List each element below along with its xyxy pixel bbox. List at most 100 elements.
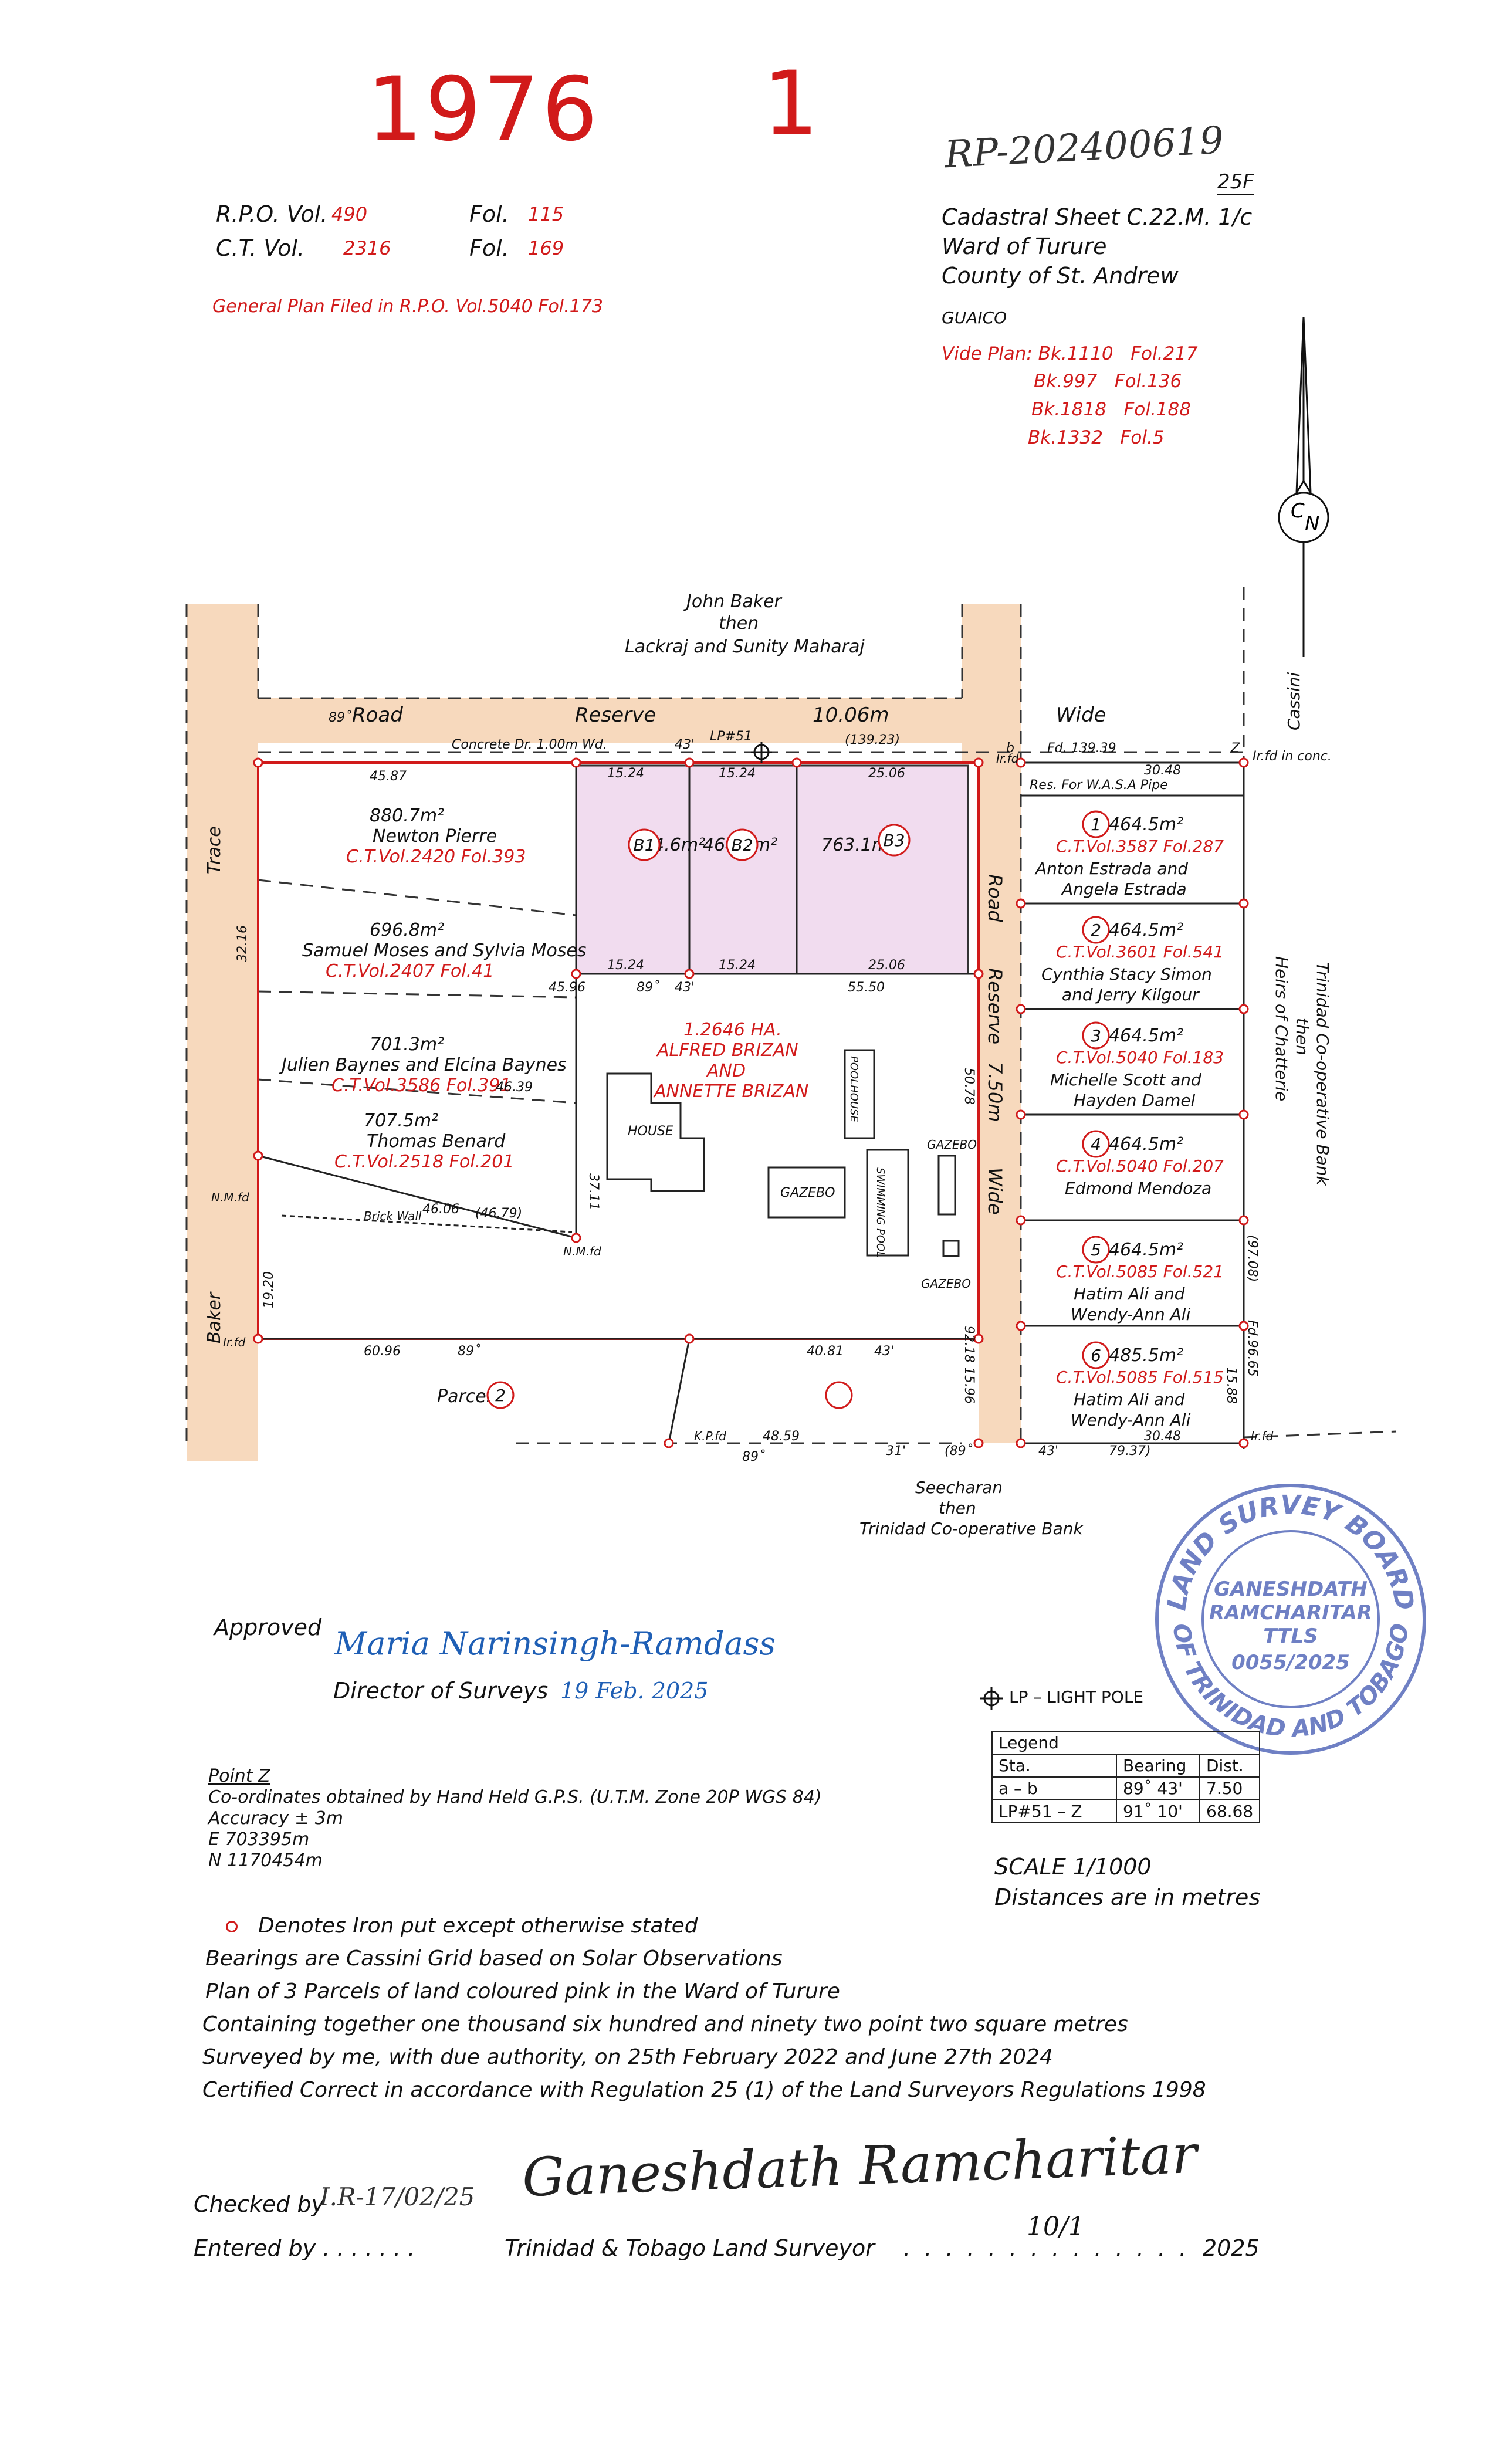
john-baker: John Baker [683,591,783,612]
bearing-89: 89˚ [329,710,351,725]
light-pole-legend: LP – LIGHT POLE [1009,1687,1144,1707]
legend-r1-bearing: 89˚ 43' [1116,1776,1200,1800]
b3-label: B3 [883,831,905,850]
light-pole-icon [751,742,772,763]
north-arrow-icon: C N [1278,316,1329,657]
lot3-owner-2: Hayden Damel [1074,1091,1196,1110]
seal-name-1: GANESHDATH [1214,1578,1368,1601]
road-top-4: Wide [1056,703,1106,727]
lot1-ct: C.T.Vol.3587 Fol.287 [1056,837,1224,856]
lot1-owner-1: Anton Estrada and [1034,859,1188,878]
trace-label: Trace [204,826,225,874]
legend-table: Legend Sta. Bearing Dist. a – b 89˚ 43' … [991,1731,1261,1823]
note-1-row: Denotes Iron put except otherwise stated [202,1910,1206,1942]
dim-30-48-b: 30.48 [1144,1429,1181,1444]
dim-40-81: 40.81 [807,1344,844,1359]
b1-label: B1 [633,835,655,855]
z-label: Z [1230,741,1240,756]
ward: Ward of Turure [942,233,1107,259]
dim-37-11: 37.11 [586,1173,601,1210]
vide-plan-4: Bk.1332 Fol.5 [1028,427,1165,448]
moses-area: 696.8m² [370,920,444,940]
legend-r1-dist: 7.50 [1199,1776,1261,1800]
dim-15-24-d: 15.24 [719,958,756,973]
dim-46-39: 46.39 [496,1080,533,1095]
brick-wall-label: Brick Wall [364,1209,422,1223]
dim-19-20: 19.20 [262,1271,276,1308]
house-label: HOUSE [628,1124,673,1139]
heirs-1: Heirs of Chatterie [1272,956,1291,1101]
lot5-owner-1: Hatim Ali and [1074,1284,1185,1304]
units: Distances are in metres [994,1884,1261,1910]
brizan-2: AND [706,1061,746,1081]
vide-plan-1: Vide Plan: Bk.1110 Fol.217 [942,343,1198,364]
baker-label: Baker [204,1291,225,1343]
legend-r2-dist: 68.68 [1199,1799,1261,1823]
iron-pin-icon [226,1921,238,1932]
lot4-ct: C.T.Vol.5040 Fol.207 [1056,1156,1224,1176]
poolhouse-building [844,1049,875,1139]
baynes-name: Julien Baynes and Elcina Baynes [279,1055,567,1075]
survey-date: 10/1 [1027,2212,1085,2242]
cadastral-sheet: Cadastral Sheet C.22.M. 1/c [942,204,1253,230]
ct-vol: 2316 [343,237,391,259]
lot6-area: 485.5m² [1109,1345,1183,1366]
dim-46-06: 46.06 [422,1202,459,1217]
director-label: Director of Surveys [333,1678,549,1704]
note-1: Denotes Iron put except otherwise stated [258,1914,698,1938]
approved-label: Approved [214,1615,322,1640]
road-right-3: 7.50m [984,1062,1006,1122]
lot3-num: 3 [1091,1026,1101,1045]
seecharan-then: then [939,1498,976,1518]
lot1-num: 1 [1091,815,1101,834]
legend-r2-sta: LP#51 – Z [991,1799,1117,1823]
rpo-fol: 115 [528,203,564,225]
dim-46-79: (46.79) [475,1206,522,1221]
lot6-ct: C.T.Vol.5085 Fol.515 [1056,1368,1224,1387]
surveyor-label: Trinidad & Tobago Land Surveyor [505,2235,875,2261]
dim-30-48: 30.48 [1144,763,1181,778]
point-z-l2: Accuracy ± 3m [208,1808,344,1829]
point-z-block: Point Z Co-ordinates obtained by Hand He… [208,1766,822,1871]
john-baker-then: then [719,613,759,634]
county: County of St. Andrew [942,263,1179,289]
dim-15-88: 15.88 [1224,1367,1238,1404]
lot3-ct: C.T.Vol.5040 Fol.183 [1056,1048,1224,1067]
gazebo-label-2: GAZEBO [927,1138,977,1152]
point-z-l1: Co-ordinates obtained by Hand Held G.P.S… [208,1787,822,1808]
moses-ct: C.T.Vol.2407 Fol.41 [326,961,494,981]
dim-45-96: 45.96 [549,980,585,995]
brizan-1: ALFRED BRIZAN [656,1040,798,1061]
legend-title: Legend [991,1731,1261,1754]
dim-60-96: 60.96 [364,1344,401,1359]
north-n: N [1305,512,1319,536]
newton-ct: C.T.Vol.2420 Fol.393 [346,847,526,867]
seal-number: 0055/2025 [1231,1651,1350,1674]
bearing-89-c: 89˚ [458,1344,480,1359]
bearing-89-b: 89˚ [637,980,659,995]
ct-fol-label: Fol. [469,235,509,261]
lot6-owner-1: Hatim Ali and [1074,1390,1185,1409]
dim-139-23: (139.23) [845,733,900,747]
brizan-area: 1.2646 HA. [683,1020,782,1040]
lot4-owner-1: Edmond Mendoza [1065,1179,1211,1198]
lot2-area: 464.5m² [1109,920,1183,940]
point-z-title: Point Z [208,1766,270,1786]
bearing-43: 43' [675,737,695,752]
lot5-ct: C.T.Vol.5085 Fol.521 [1056,1262,1224,1281]
director-signature: Maria Narinsingh-Ramdass [334,1625,776,1662]
dim-92-18: 92.18 [962,1326,976,1363]
legend-r2-bearing: 91˚ 10' [1116,1799,1200,1823]
concrete-drive: Concrete Dr. 1.00m Wd. [452,737,607,752]
baynes-ct: C.T.Vol.3586 Fol.391 [331,1075,511,1096]
road-right-2: Reserve [984,968,1006,1044]
gazebo-label-3: GAZEBO [921,1277,971,1291]
lot1-area: 464.5m² [1109,814,1183,835]
road-top-3: 10.06m [813,703,889,727]
note-5: Surveyed by me, with due authority, on 2… [202,2045,1053,2069]
sheet-25f: 25F [1217,170,1254,195]
bearing-43-b: 43' [675,980,695,995]
general-plan-note: General Plan Filed in R.P.O. Vol.5040 Fo… [212,296,603,317]
irfd-left: Ir.fd [223,1335,246,1349]
house-building [606,1072,705,1192]
